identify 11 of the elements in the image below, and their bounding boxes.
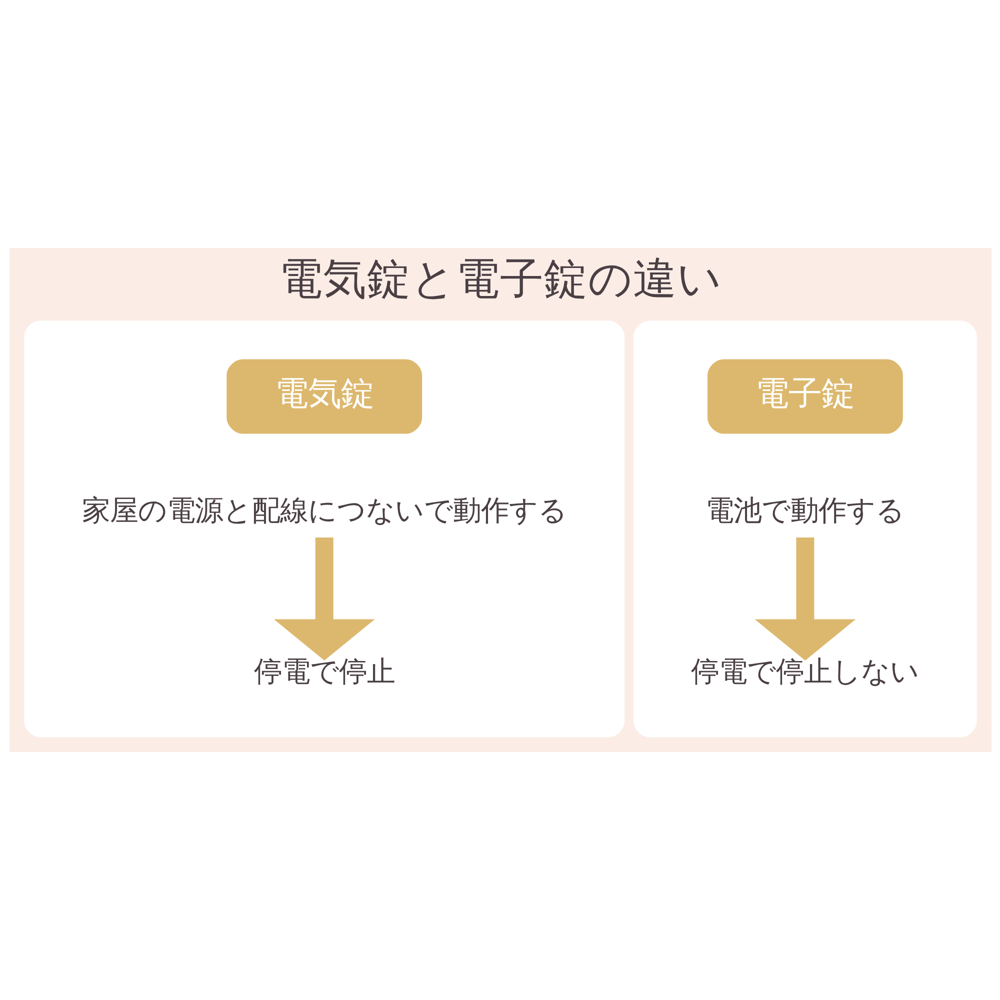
arrow (273, 537, 374, 660)
node-box: 電気錠 (226, 359, 422, 434)
node-text: 停電で停止しない (690, 654, 919, 688)
arrow (754, 537, 856, 660)
node-box: 電子錠 (707, 359, 902, 434)
diagram-title: 電気錠と電子錠の違い (278, 253, 722, 304)
node-text: 停電で停止 (253, 654, 394, 688)
cluster (633, 320, 976, 738)
cluster (24, 320, 624, 738)
node-text: 電池で動作する (705, 494, 904, 528)
node-text: 家屋の電源と配線につないで動作する (81, 494, 566, 528)
